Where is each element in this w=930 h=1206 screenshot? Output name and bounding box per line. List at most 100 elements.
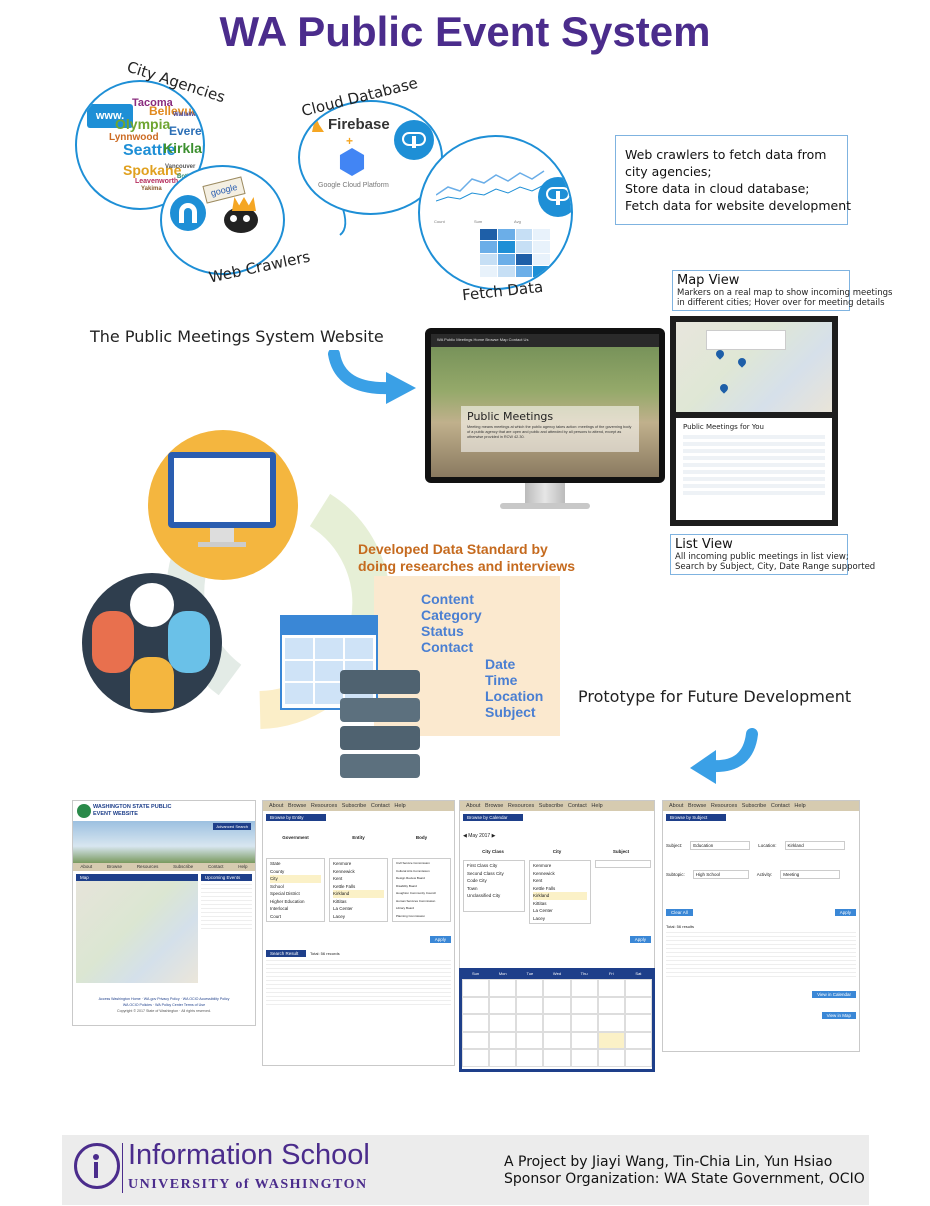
next-arrow-icon[interactable]: ▶ — [490, 833, 496, 839]
view-map-button[interactable]: View in Map — [821, 1012, 856, 1019]
list-item[interactable]: Second Class City — [467, 870, 504, 876]
tab-browse-by-calendar[interactable]: Browse by Calendar — [463, 814, 523, 821]
list-item[interactable]: Kennewick — [333, 868, 355, 874]
list-item[interactable]: Design Review Board — [396, 876, 425, 880]
list-item[interactable]: Planning Commission — [396, 913, 426, 918]
calendar-grid[interactable]: Sun Mon Tue Wed Thu Fri Sat — [459, 968, 655, 1072]
nav-item[interactable]: Browse — [687, 803, 707, 809]
list-item[interactable]: Kittitas — [533, 900, 547, 906]
nav-item[interactable]: Browse — [106, 864, 122, 869]
nav-item[interactable]: Resources — [507, 803, 535, 809]
city-class-list[interactable]: First Class City Second Class City Code … — [463, 860, 525, 912]
nav-item[interactable]: Help — [591, 803, 603, 809]
footer-links[interactable]: Access Washington Home · WA.gov Privacy … — [98, 997, 230, 1001]
month-picker[interactable]: ◀ May 2017 ▶ — [463, 833, 651, 839]
nav-item[interactable]: About — [669, 803, 684, 809]
list-item[interactable]: Lacey — [533, 915, 546, 921]
list-item[interactable]: Kenmore — [533, 863, 552, 868]
list-item[interactable]: Kettle Falls — [533, 885, 556, 891]
city-agencies-circle: www. Tacoma Bellevue Olympia Everett Lyn… — [75, 80, 205, 210]
list-item[interactable]: County — [270, 868, 285, 874]
list-item[interactable]: Disability Board — [396, 883, 417, 888]
list-item[interactable]: Special District — [270, 891, 300, 896]
list-item[interactable]: Kennewick — [533, 870, 555, 876]
list-item[interactable]: Civil Service Commission — [396, 861, 430, 865]
list-item[interactable]: Kirkland — [533, 892, 587, 900]
prev-arrow-icon[interactable]: ◀ — [463, 833, 469, 839]
nav-item[interactable]: About — [466, 803, 481, 809]
city-word: Leavenworth — [135, 178, 179, 185]
nav-item[interactable]: Subscribe — [341, 803, 367, 809]
list-view-callout: List View All incoming public meetings i… — [670, 534, 875, 575]
nav-item[interactable]: Contact — [567, 803, 587, 809]
list-item[interactable]: Kent — [533, 878, 543, 883]
list-item[interactable]: La Center — [333, 906, 353, 911]
city-list[interactable]: Kenmore Kennewick Kent Kettle Falls Kirk… — [529, 860, 591, 924]
list-item[interactable]: First Class City — [467, 863, 498, 868]
fetch-table-header: Avg — [514, 219, 521, 224]
monitor-base — [500, 503, 590, 509]
tab-browse-by-subject[interactable]: Browse by Subject — [666, 814, 726, 821]
body-list[interactable]: Civil Service Commission Cultural Arts C… — [392, 858, 451, 922]
nav-item[interactable]: Contact — [207, 864, 224, 869]
entity-list[interactable]: Kenmore Kennewick Kent Kettle Falls Kirk… — [329, 858, 388, 922]
list-item[interactable]: City — [270, 875, 321, 883]
nav-item[interactable]: Contact — [770, 803, 790, 809]
list-item[interactable]: Kenmore — [333, 861, 352, 866]
nav-item[interactable]: About — [80, 864, 93, 869]
list-item[interactable]: Kettle Falls — [333, 883, 356, 889]
nav-item[interactable]: Contact — [370, 803, 390, 809]
list-item[interactable]: Library Board — [396, 906, 415, 910]
nav-item[interactable]: Resources — [136, 864, 159, 869]
screen-text: Meeting means meetings at which the publ… — [467, 425, 632, 439]
nav-item[interactable]: Help — [238, 864, 248, 869]
list-item[interactable]: Interlocal — [270, 906, 289, 911]
list-item[interactable]: Kirkland — [333, 890, 384, 898]
list-item[interactable]: Kent — [333, 876, 343, 881]
nav-item[interactable]: Subscribe — [173, 864, 194, 869]
list-item[interactable]: State — [270, 861, 281, 866]
list-item[interactable]: Higher Education — [270, 898, 305, 904]
upcoming-events-label: Upcoming Events — [201, 874, 252, 881]
footer-links[interactable]: WA OCIO Policies · WA Policy Center Term… — [122, 1003, 206, 1007]
apply-button[interactable]: Apply — [834, 909, 856, 916]
city-word: Spokane — [123, 162, 182, 178]
location-select[interactable]: Kirkland — [784, 841, 845, 850]
nav-item[interactable]: Resources — [710, 803, 738, 809]
subject-select[interactable] — [595, 860, 651, 868]
list-item[interactable]: Unclassified City — [467, 893, 501, 898]
list-item[interactable]: Houghton Community Council — [396, 891, 436, 895]
nav-item[interactable]: Subscribe — [741, 803, 767, 809]
list-item[interactable]: Court — [270, 913, 282, 919]
list-item[interactable]: Code City — [467, 878, 487, 883]
list-item[interactable]: Lacey — [333, 913, 346, 919]
list-item[interactable]: Cultural Arts Commission — [396, 868, 430, 873]
month-label: May 2017 — [468, 833, 491, 839]
list-item[interactable]: Town — [467, 885, 478, 891]
tab-browse-by-entity[interactable]: Browse by Entity — [266, 814, 326, 821]
fetch-table-header: Count — [434, 219, 445, 224]
view-calendar-button[interactable]: View in Calendar — [812, 991, 856, 998]
list-item[interactable]: School — [270, 883, 284, 889]
nav-item[interactable]: About — [269, 803, 284, 809]
government-list[interactable]: State County City School Special Distric… — [266, 858, 325, 922]
column-header: City — [552, 849, 562, 854]
nav-item[interactable]: Help — [794, 803, 806, 809]
field-label: Subject — [485, 704, 536, 720]
list-item[interactable]: Human Services Commission — [396, 898, 436, 903]
apply-button[interactable]: Apply — [429, 936, 451, 943]
nav-item[interactable]: Help — [394, 803, 406, 809]
prototype-map[interactable] — [76, 881, 198, 983]
nav-item[interactable]: Resources — [310, 803, 338, 809]
nav-item[interactable]: Browse — [484, 803, 504, 809]
clear-all-button[interactable]: Clear All — [666, 909, 693, 916]
apply-button[interactable]: Apply — [629, 936, 651, 943]
subtopic-select[interactable]: High School — [692, 870, 749, 879]
list-item[interactable]: La Center — [533, 908, 553, 913]
list-item[interactable]: Kittitas — [333, 898, 347, 904]
nav-item[interactable]: Browse — [287, 803, 307, 809]
activity-select[interactable]: Meeting — [780, 870, 841, 879]
advanced-search-button[interactable]: Advanced Search — [213, 823, 251, 830]
nav-item[interactable]: Subscribe — [538, 803, 564, 809]
subject-select[interactable]: Education — [690, 841, 751, 850]
